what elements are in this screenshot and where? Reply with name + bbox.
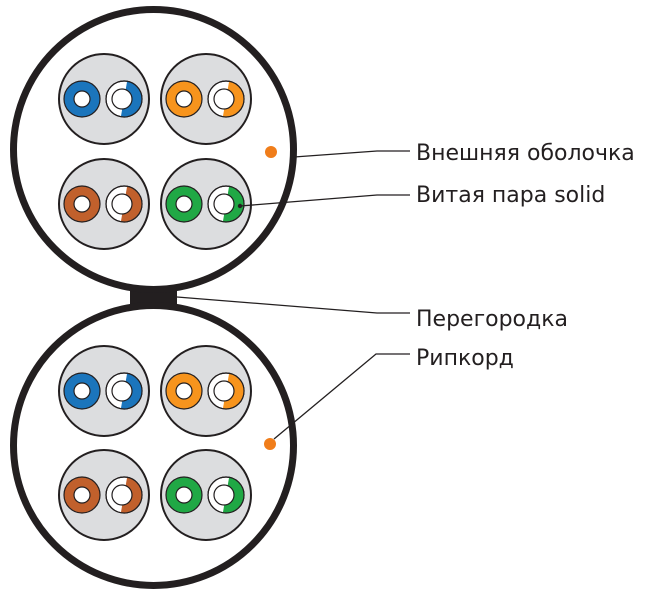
leader-line-separator bbox=[176, 296, 410, 314]
conductor-core bbox=[213, 193, 235, 215]
conductor-outline bbox=[207, 372, 245, 410]
conductor-core bbox=[73, 382, 91, 400]
conductor-core bbox=[111, 88, 133, 110]
leader-line-twisted-pair bbox=[239, 194, 410, 207]
pair-background bbox=[160, 158, 252, 250]
ripcord-dot-top bbox=[265, 146, 277, 158]
outer-jacket-top bbox=[10, 6, 297, 293]
twisted-pair-blue bbox=[58, 345, 150, 437]
leader-line-outer-jacket bbox=[293, 150, 410, 158]
conductor-core bbox=[73, 90, 91, 108]
label-twisted-pair: Витая пара solid bbox=[416, 183, 605, 208]
conductor-outline bbox=[105, 185, 143, 223]
conductor-outline bbox=[105, 372, 143, 410]
pair-background bbox=[58, 53, 150, 145]
leader-dot-twisted-pair bbox=[237, 203, 243, 209]
conductor-core bbox=[73, 195, 91, 213]
conductor-outline bbox=[105, 476, 143, 514]
twisted-pair-brown bbox=[58, 158, 150, 250]
twisted-pair-brown bbox=[58, 449, 150, 541]
twisted-pair-orange bbox=[160, 345, 252, 437]
conductor-core bbox=[175, 486, 193, 504]
conductor-core bbox=[111, 193, 133, 215]
leader-line-ripcord bbox=[273, 353, 410, 440]
twisted-pair-green bbox=[160, 158, 252, 250]
pairs-group-bottom bbox=[58, 345, 252, 541]
conductor-core bbox=[175, 195, 193, 213]
conductor-core bbox=[213, 484, 235, 506]
pair-background bbox=[58, 158, 150, 250]
pair-background bbox=[58, 449, 150, 541]
ripcord-dot-bottom bbox=[264, 438, 276, 450]
conductor-core bbox=[73, 486, 91, 504]
pair-background bbox=[160, 53, 252, 145]
conductor-core bbox=[175, 382, 193, 400]
twisted-pair-orange bbox=[160, 53, 252, 145]
label-ripcord: Рипкорд bbox=[416, 346, 514, 371]
conductor-core bbox=[111, 380, 133, 402]
pair-background bbox=[58, 345, 150, 437]
label-outer-jacket: Внешняя оболочка bbox=[416, 141, 635, 166]
label-separator: Перегородка bbox=[416, 307, 568, 332]
leader-lines bbox=[176, 150, 410, 440]
conductor-core bbox=[111, 484, 133, 506]
twisted-pair-blue bbox=[58, 53, 150, 145]
conductor-core bbox=[175, 90, 193, 108]
pair-background bbox=[160, 345, 252, 437]
cable-unit-top bbox=[10, 6, 297, 293]
twisted-pair-green bbox=[160, 449, 252, 541]
conductor-outline bbox=[207, 80, 245, 118]
conductor-outline bbox=[105, 80, 143, 118]
conductor-core bbox=[213, 88, 235, 110]
cable-unit-bottom bbox=[10, 302, 297, 589]
conductor-outline bbox=[207, 476, 245, 514]
conductor-outline bbox=[207, 185, 245, 223]
pairs-group-top bbox=[58, 53, 252, 250]
pair-background bbox=[160, 449, 252, 541]
outer-jacket-bottom bbox=[10, 302, 297, 589]
conductor-core bbox=[213, 380, 235, 402]
